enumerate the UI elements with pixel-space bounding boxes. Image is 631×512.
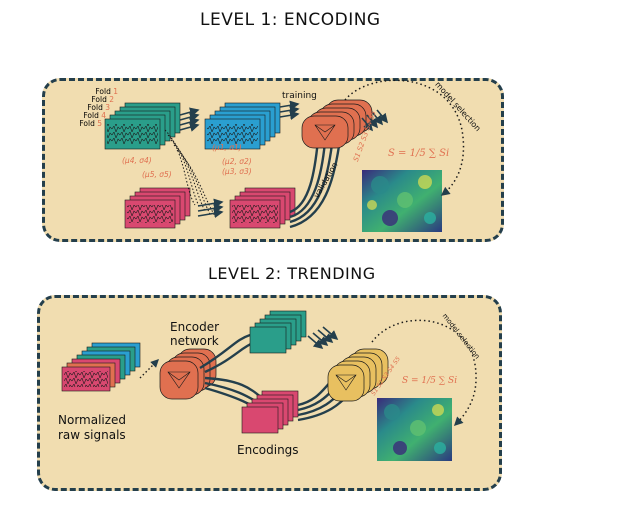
fold-2-num: 2 (109, 95, 114, 104)
encodings-label: Encodings (237, 443, 299, 457)
fold-5-label: Fold (79, 119, 95, 128)
encoder-label-line1: Encoder (170, 320, 220, 334)
l1-arrows-training (279, 100, 300, 121)
l1-arrows-scores (361, 109, 389, 132)
l1-pink-signal-stack-left (124, 187, 191, 229)
l2-model-selection-arc (371, 319, 477, 427)
param-5: (μ5, σ5) (142, 170, 172, 179)
fold-2-label: Fold (91, 95, 107, 104)
encoder-label-line2: network (170, 334, 219, 348)
l1-arrows-to-pink-right (197, 198, 224, 219)
normalized-label-line2: raw signals (58, 428, 126, 442)
fold-4-label: Fold (83, 111, 99, 120)
training-label: training (282, 91, 317, 101)
l2-arrows-teal-to-trend (307, 326, 339, 350)
l1-arrows-teal-to-blue (179, 107, 200, 132)
l2-formula: S = 1/5 ∑ Si (402, 376, 458, 386)
l2-raw-signal-stack (61, 342, 141, 392)
l1-fold-labels: Fold 1 Fold 2 Fold 3 Fold 4 Fold 5 (56, 88, 118, 128)
fold-3-label: Fold (87, 103, 103, 112)
fold-1-num: 1 (113, 87, 118, 96)
level1-title: LEVEL 1: ENCODING (200, 10, 381, 30)
normalized-label-line1: Normalized (58, 413, 127, 427)
l2-heatmap (377, 398, 452, 461)
l2-trending-network-stack (327, 348, 389, 402)
l1-blue-signal-stack (204, 102, 281, 150)
fold-4-num: 4 (101, 111, 106, 120)
fold-1-label: Fold (95, 87, 111, 96)
l1-fold-dotted-lines (164, 129, 216, 217)
l2-dotted-arrow-raw-to-encoder (139, 359, 159, 379)
fold-3-num: 3 (105, 103, 110, 112)
l2-teal-encodings-stack (249, 310, 307, 354)
param-4: (μ4, σ4) (122, 156, 152, 165)
level2-title: LEVEL 2: TRENDING (208, 264, 376, 283)
param-3: (μ3, σ3) (222, 167, 252, 176)
l1-teal-signal-stack (104, 102, 181, 150)
l2-encoder-network-stack (159, 348, 217, 400)
l1-pink-signal-stack-right (229, 187, 296, 229)
param-1: (μ1, σ1) (212, 143, 242, 152)
l1-encoder-network-stack (301, 99, 373, 149)
param-2: (μ2, σ2) (222, 157, 252, 166)
l1-heatmap (362, 170, 442, 232)
l1-formula: S = 1/5 ∑ Si (388, 148, 450, 159)
l1-validation-lines (289, 139, 341, 229)
fold-5-num: 5 (97, 119, 102, 128)
l1-model-selection-arc (344, 79, 465, 196)
